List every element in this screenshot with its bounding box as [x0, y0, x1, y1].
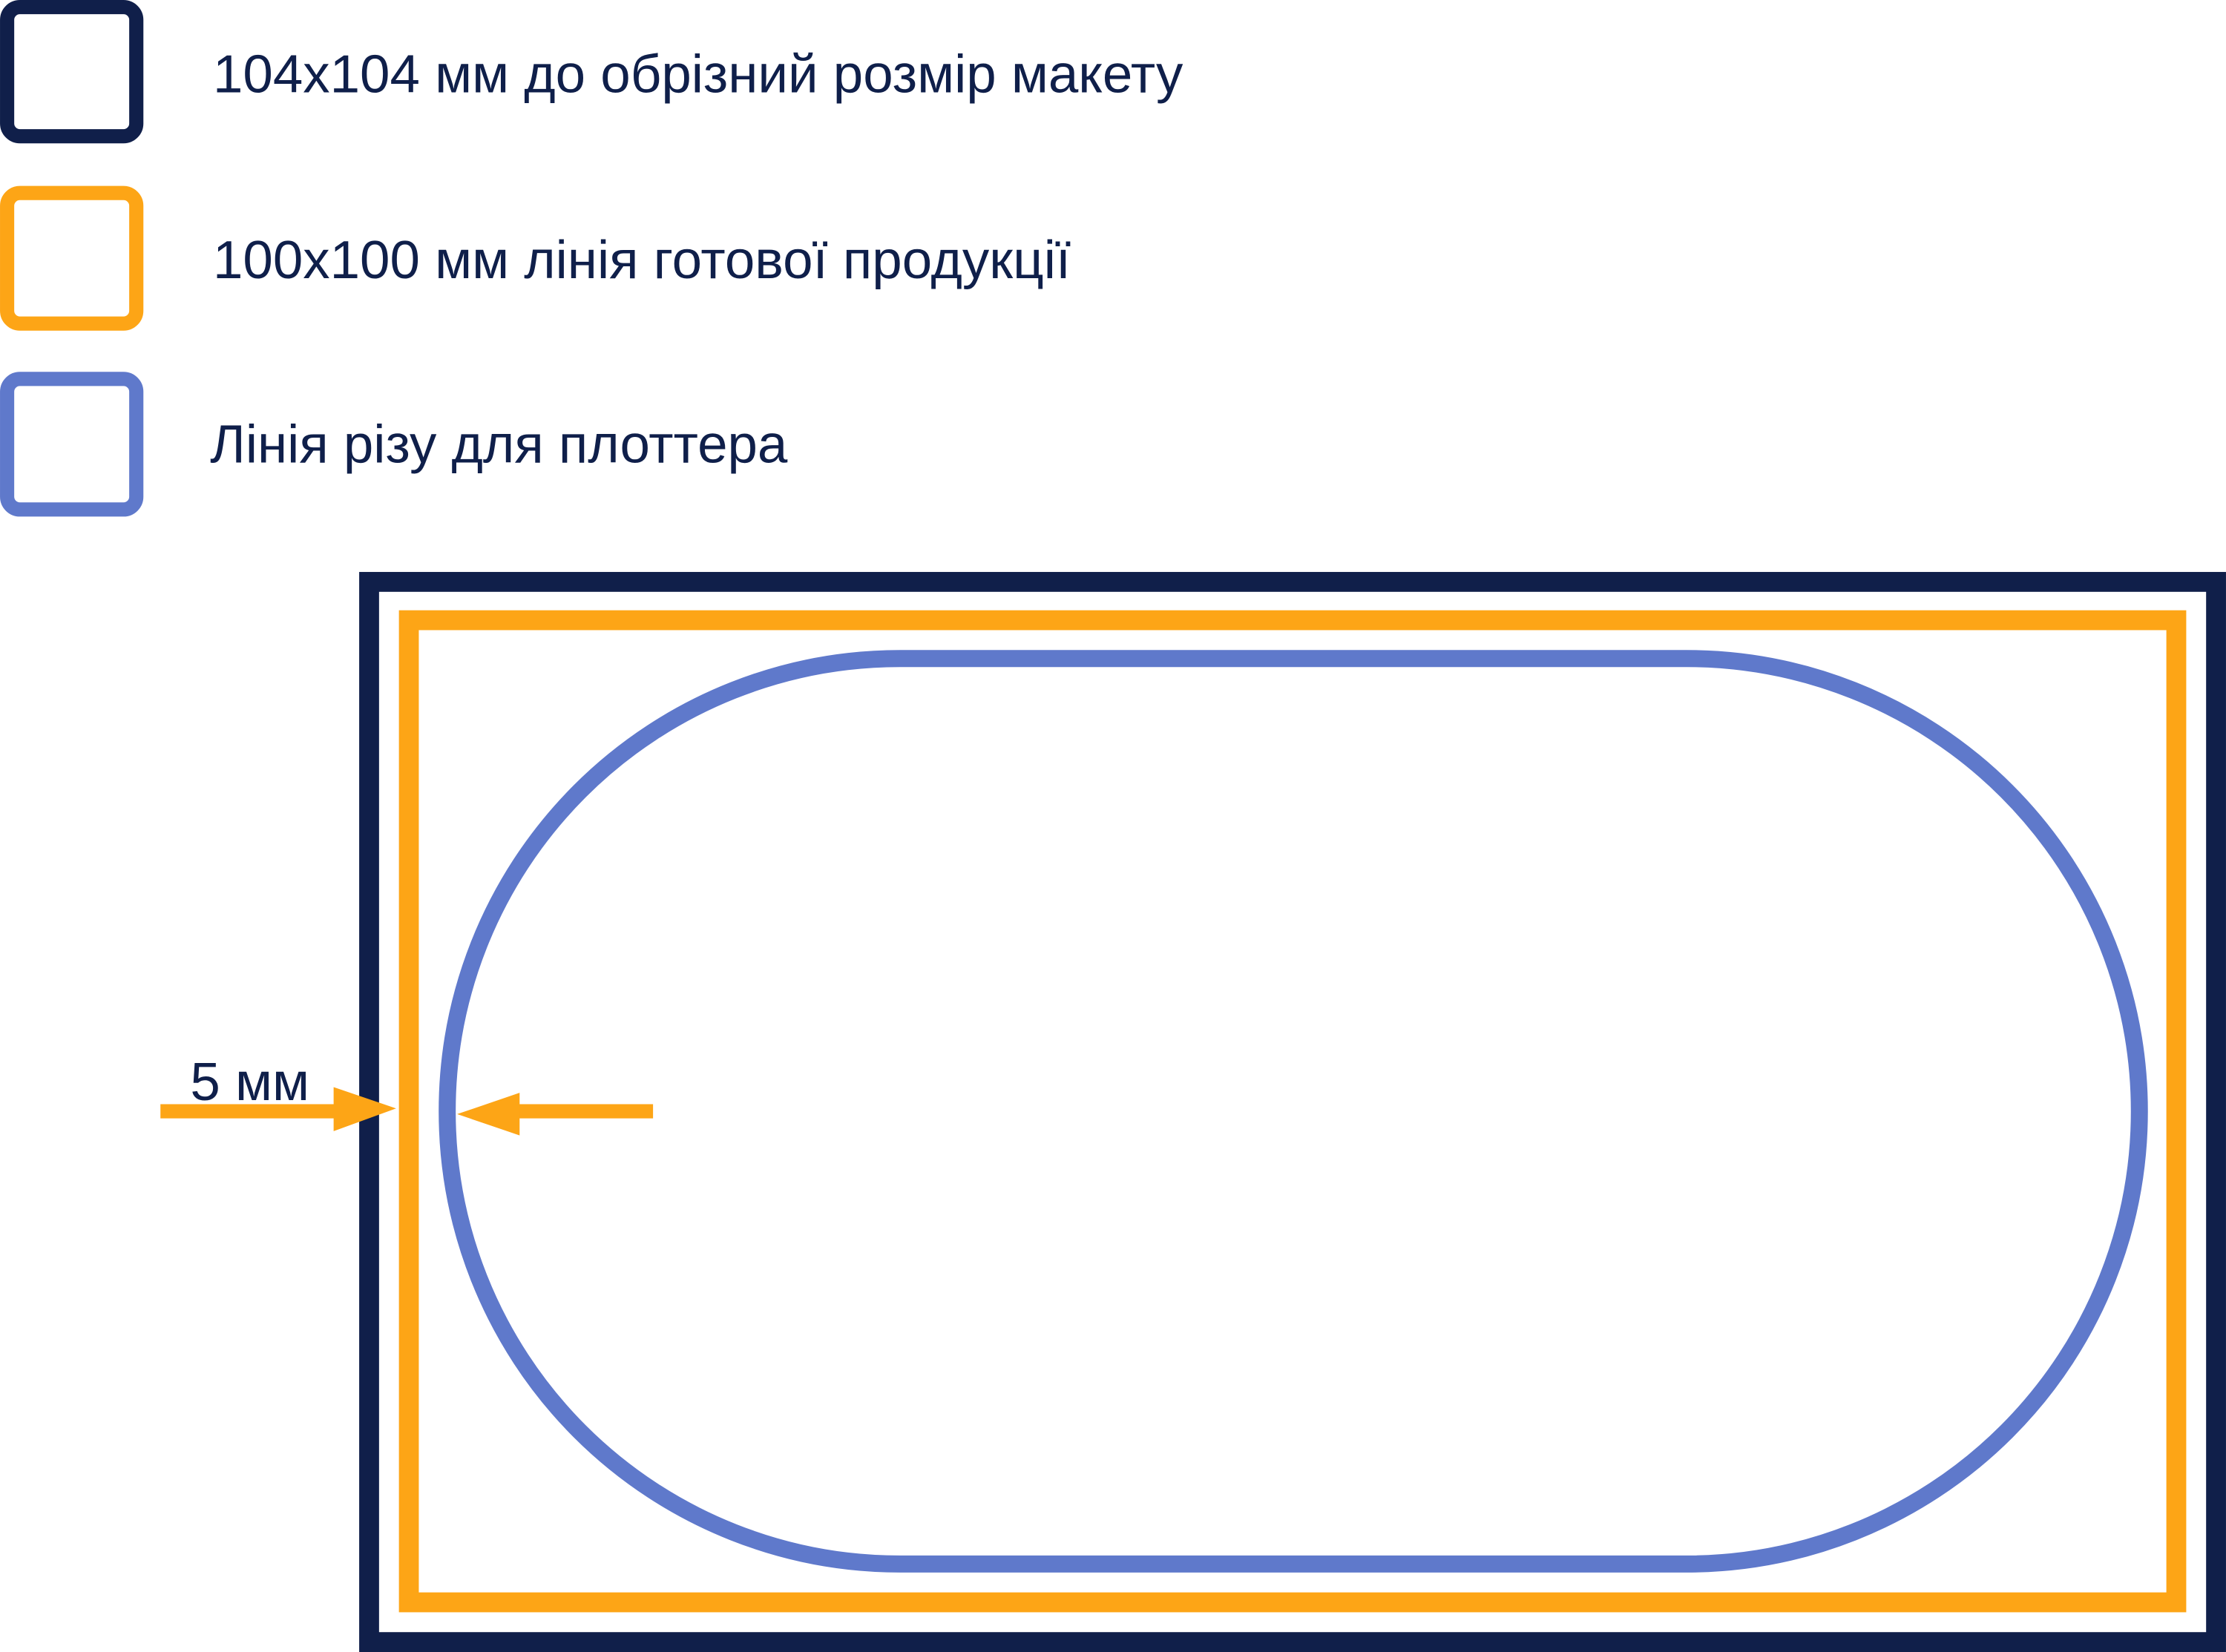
legend-label-bleed: 104x104 мм до обрізний розмір макету: [213, 44, 1183, 104]
legend: 104x104 мм до обрізний розмір макету 100…: [0, 0, 1183, 517]
legend-swatch-trim: [0, 185, 144, 331]
dimension-label: 5 мм: [190, 1052, 309, 1112]
dimension-arrow-right: [457, 1093, 654, 1136]
trim-outline: [398, 610, 2187, 1613]
legend-swatch-bleed: [0, 0, 144, 144]
legend-label-trim: 100x100 мм лінія готової продукції: [213, 230, 1071, 290]
dimension-arrow-left: [160, 1087, 396, 1131]
legend-swatch-cut: [0, 372, 144, 517]
plotter-cut-outline: [439, 650, 2148, 1573]
legend-label-cut: Лінія різу для плоттера: [210, 415, 788, 475]
